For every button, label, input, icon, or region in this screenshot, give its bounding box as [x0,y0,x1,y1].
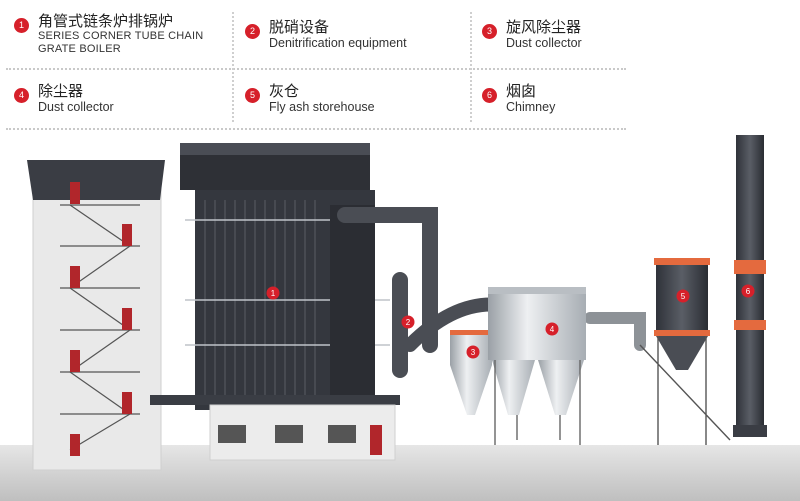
marker-4: 4 [545,322,559,336]
marker-3-label: 3 [471,348,476,357]
marker-6: 6 [741,284,755,298]
cyclone-collector-3 [450,330,492,415]
legend-en-boiler-line1: SERIES CORNER TUBE CHAIN [38,30,204,42]
legend-item-denitrification: 2 脱硝设备 Denitrification equipment [245,18,407,51]
legend-en-fly-ash: Fly ash storehouse [269,100,375,114]
legend-vdivider-2 [470,12,472,122]
marker-5: 5 [676,289,690,303]
legend-zh-boiler: 角管式链条炉排锅炉 [38,12,174,30]
fly-ash-silo-5 [639,258,731,445]
legend-vdivider-1 [232,12,234,122]
legend-en-denitrification: Denitrification equipment [269,36,407,50]
legend-en-cyclone: Dust collector [506,36,582,50]
control-building [150,395,400,461]
marker-4-label: 4 [550,325,555,334]
legend-en-boiler-line2: GRATE BOILER [38,43,121,55]
legend-en-chimney: Chimney [506,100,556,114]
legend-badge-6: 6 [482,88,497,103]
marker-1: 1 [266,286,280,300]
marker-2: 2 [401,315,415,329]
legend-item-dust-collector: 4 除尘器 Dust collector [14,82,114,115]
marker-1-label: 1 [271,289,276,298]
legend-item-cyclone: 3 旋风除尘器 Dust collector [482,18,582,51]
legend-en-dust-collector: Dust collector [38,100,114,114]
legend-zh-denitrification: 脱硝设备 [269,18,330,36]
legend-badge-4: 4 [14,88,29,103]
flue-ducts [337,207,646,378]
legend-badge-5: 5 [245,88,260,103]
legend-item-chimney: 6 烟囱 Chimney [482,82,555,115]
legend-item-fly-ash: 5 灰仓 Fly ash storehouse [245,82,375,115]
boiler-1 [180,143,390,410]
legend-badge-2: 2 [245,24,260,39]
marker-6-label: 6 [746,287,751,296]
legend-badge-1: 1 [14,18,29,33]
equipment-legend: 1 角管式链条炉排锅炉 SERIES CORNER TUBE CHAIN GRA… [0,0,800,135]
marker-5-label: 5 [681,292,686,301]
legend-zh-cyclone: 旋风除尘器 [506,18,582,36]
stair-tower [27,160,165,471]
marker-3: 3 [466,345,480,359]
legend-badge-3: 3 [482,24,497,39]
dust-collector-4 [488,287,586,445]
legend-divider-bottom [6,128,626,130]
plant-illustration: 1 2 3 4 5 6 [0,135,800,501]
legend-zh-fly-ash: 灰仓 [269,82,300,100]
legend-zh-dust-collector: 除尘器 [38,82,84,100]
marker-2-label: 2 [406,318,411,327]
legend-item-boiler: 1 角管式链条炉排锅炉 SERIES CORNER TUBE CHAIN GRA… [14,12,203,56]
legend-divider [6,68,626,70]
legend-zh-chimney: 烟囱 [506,82,537,100]
